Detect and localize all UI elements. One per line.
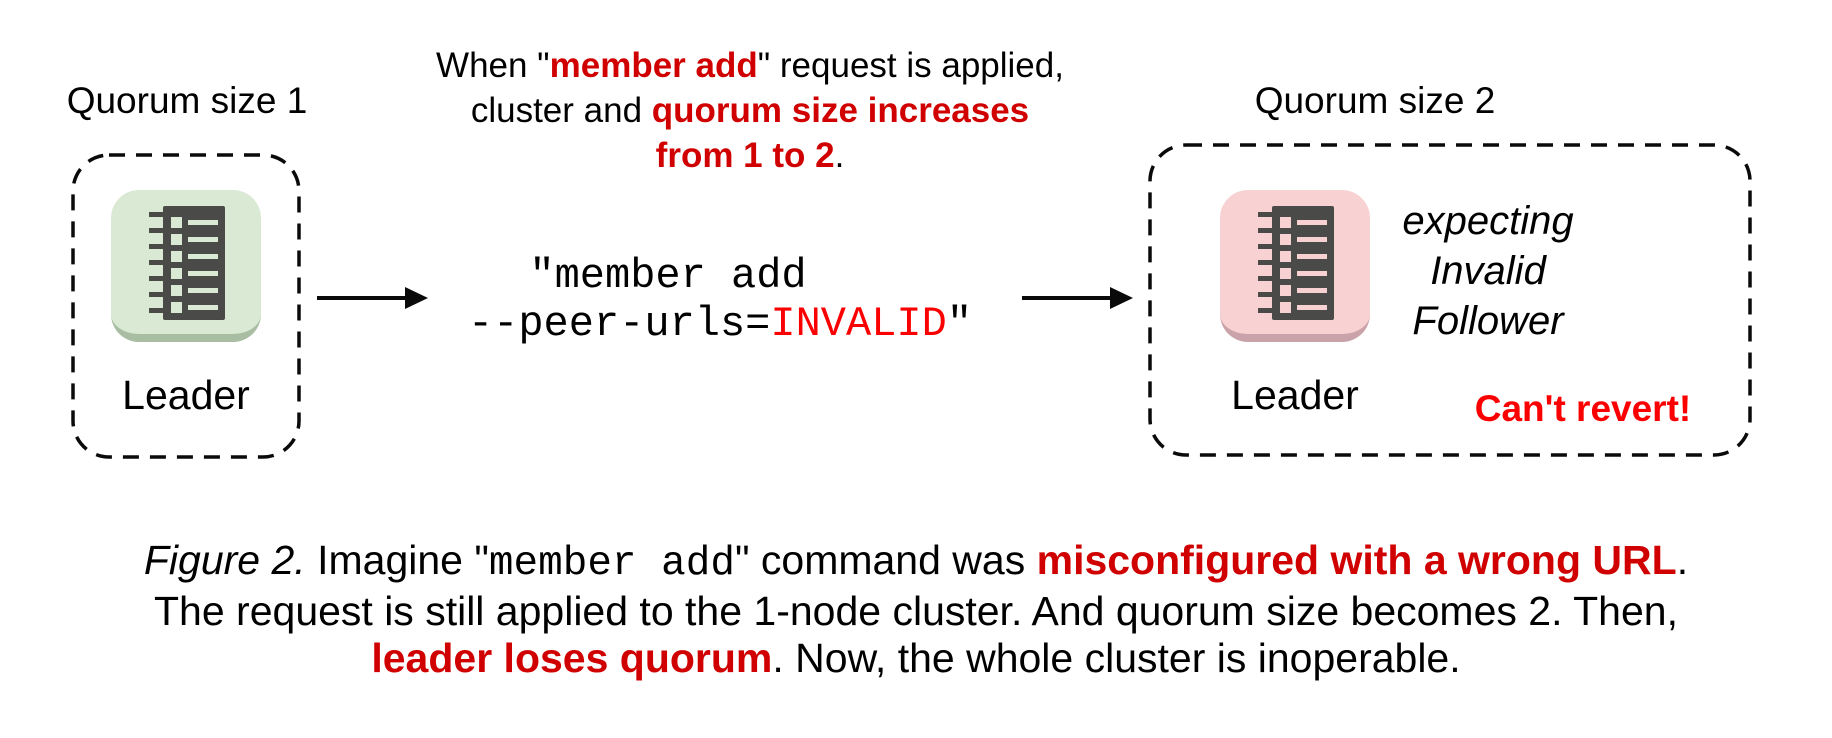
text-segment: . (1676, 537, 1689, 583)
figure-caption: Figure 2. Imagine "member add" command w… (0, 537, 1832, 682)
right-cluster-title: Quorum size 2 (1254, 80, 1496, 121)
expecting-line: Follower (1412, 299, 1564, 343)
text-segment: Figure 2. (143, 537, 306, 583)
leader-node-pink (1220, 190, 1370, 342)
expecting-line: expecting (1402, 199, 1574, 243)
text-segment: INVALID (770, 300, 947, 348)
text-segment: Imagine " (305, 537, 489, 583)
text-segment: . (834, 136, 845, 175)
text-segment: quorum size increases (651, 91, 1030, 130)
text-segment: . Now, the whole cluster is inoperable. (772, 635, 1461, 681)
log-list-icon (149, 206, 225, 320)
expecting-line: Invalid (1430, 249, 1546, 293)
text-segment: When " (436, 46, 550, 85)
expecting-invalid-follower-note: expecting Invalid Follower (1388, 196, 1588, 346)
text-segment: cluster and (470, 91, 652, 130)
left-cluster-title: Quorum size 1 (66, 80, 308, 121)
member-add-command: "member add --peer-urls=INVALID" (380, 252, 1060, 348)
text-segment: " command was (734, 537, 1037, 583)
leader-node-green (111, 190, 261, 342)
right-leader-label: Leader (1231, 372, 1359, 418)
text-segment: from 1 to 2 (655, 136, 835, 175)
log-list-icon (1258, 206, 1334, 320)
arrow-command-to-right (1022, 287, 1133, 309)
command-line: "member add (328, 252, 1008, 300)
cant-revert-warning: Can't revert! (1474, 388, 1692, 429)
left-cluster-dashed-boundary (71, 153, 301, 459)
right-cluster-dashed-boundary (1148, 143, 1752, 457)
text-segment: --peer-urls= (467, 300, 771, 348)
text-segment: member add (488, 541, 735, 587)
header-note: When "member add" request is applied, cl… (390, 43, 1110, 178)
caption-line: Figure 2. Imagine "member add" command w… (0, 537, 1832, 588)
caption-line: The request is still applied to the 1-no… (0, 588, 1832, 635)
text-segment: leader loses quorum (371, 635, 773, 681)
command-line: --peer-urls=INVALID" (380, 300, 1060, 348)
arrow-left-to-command (317, 287, 428, 309)
header-note-line: When "member add" request is applied, (390, 43, 1110, 88)
left-leader-label: Leader (122, 372, 250, 418)
text-segment: " (946, 300, 973, 348)
text-segment: "member add (529, 252, 807, 300)
caption-line: leader loses quorum. Now, the whole clus… (0, 635, 1832, 682)
text-segment: member add (549, 46, 758, 85)
header-note-line: cluster and quorum size increases (390, 88, 1110, 133)
text-segment: misconfigured with a wrong URL (1036, 537, 1677, 583)
header-note-line: from 1 to 2. (390, 133, 1110, 178)
text-segment: The request is still applied to the 1-no… (154, 588, 1678, 634)
text-segment: " request is applied, (757, 46, 1064, 85)
